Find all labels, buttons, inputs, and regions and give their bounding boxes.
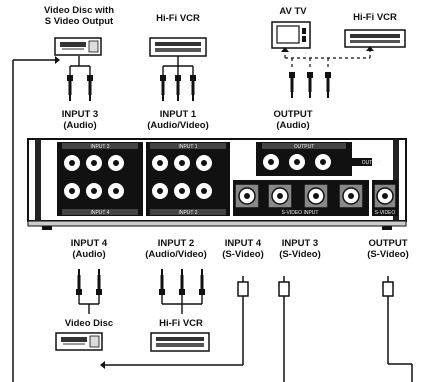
panel-label-svideo-output: S-VIDEO xyxy=(375,210,396,216)
video-disc-bottom-label: Video Disc xyxy=(65,318,113,329)
svideo-plug-output xyxy=(382,276,413,382)
input4-audio-plugs xyxy=(76,269,102,295)
panel-label-input1: INPUT 1 xyxy=(178,144,197,150)
input4-svideo-label: INPUT 4(S-Video) xyxy=(222,238,264,260)
output-side-tag xyxy=(352,158,372,166)
input4-audio-cables xyxy=(78,295,100,314)
input4-audio-label: INPUT 4(Audio) xyxy=(71,238,108,260)
left-cable-arrow xyxy=(55,56,60,64)
jack-panel-output xyxy=(256,142,352,176)
input1-plugs xyxy=(160,75,196,101)
video-disc-bottom-device xyxy=(55,332,103,351)
panel-label-output: OUTPUT xyxy=(294,144,315,150)
svideo-plug-input4 xyxy=(237,276,249,365)
hifi-vcr-top-right-device xyxy=(344,29,406,48)
input1-av-label: INPUT 1(Audio/Video) xyxy=(147,109,209,131)
svideo-output-jack xyxy=(372,180,398,216)
input3-plugs xyxy=(67,75,93,101)
input2-av-cables xyxy=(161,295,203,314)
svideo-plug-input3 xyxy=(278,276,290,382)
hifi-vcr-bottom-device xyxy=(150,332,210,352)
av-tv-device xyxy=(271,21,311,49)
tv-arrow xyxy=(281,47,289,52)
input2-av-label: INPUT 2(Audio/Video) xyxy=(145,238,207,260)
svideo-jacks xyxy=(233,180,369,216)
input2-av-plugs xyxy=(159,269,205,295)
input3-audio-label: INPUT 3(Audio) xyxy=(62,109,98,131)
output-svideo-label: OUTPUT(S-Video) xyxy=(367,238,409,260)
hifi-vcr-bottom-label: Hi-Fi VCR xyxy=(159,318,203,329)
panel-label-input2: INPUT 2 xyxy=(178,210,197,216)
output-audio-dashed-cables xyxy=(284,47,371,70)
output-audio-label: OUTPUT(Audio) xyxy=(273,109,312,131)
input3-svideo-label: INPUT 3(S-Video) xyxy=(279,238,321,260)
hifi-vcr-top-device xyxy=(149,37,207,57)
hifi-vcr-top-label: Hi-Fi VCR xyxy=(156,13,200,24)
jack-panel-left xyxy=(57,142,143,216)
hifi-vcr-top-right-label: Hi-Fi VCR xyxy=(353,12,397,23)
vcr-arrow xyxy=(366,46,374,51)
panel-label-input3: INPUT 3 xyxy=(90,144,109,150)
av-tv-label: AV TV xyxy=(279,6,307,17)
video-disc-svideo-device xyxy=(54,37,102,56)
panel-label-input4: INPUT 4 xyxy=(90,210,109,216)
input1-av-cables xyxy=(162,56,194,75)
left-cable xyxy=(12,59,55,382)
input3-audio-cables xyxy=(69,56,91,75)
svideo-return-arrow xyxy=(100,361,105,369)
panel-label-output-side: OUTPUT xyxy=(362,160,383,166)
jack-panel-mid xyxy=(146,142,230,216)
panel-label-svideo-input: S-VIDEO INPUT xyxy=(282,210,319,216)
output-audio-plugs xyxy=(289,72,331,98)
